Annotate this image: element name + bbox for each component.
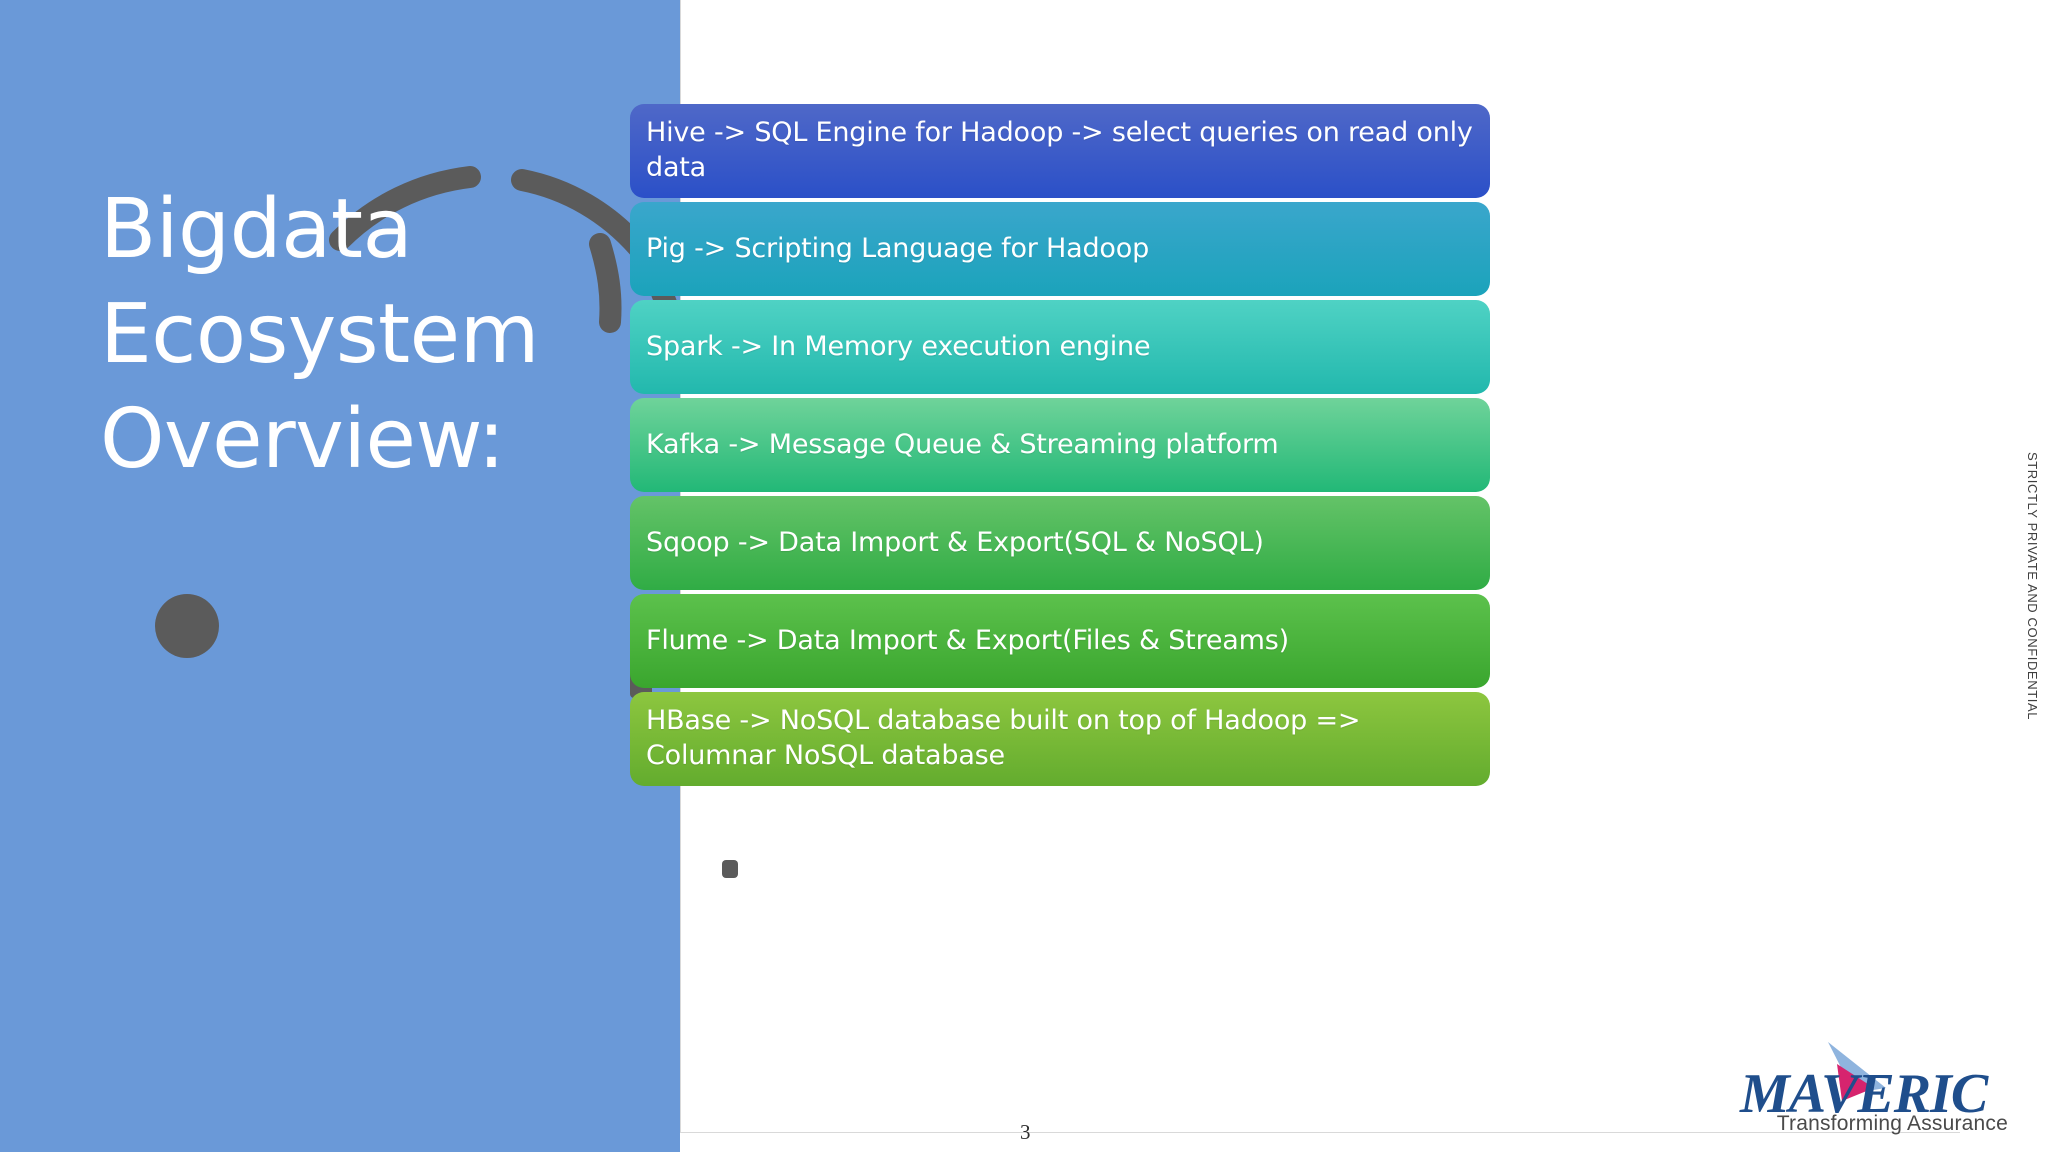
maveric-logo: MAVERIC <box>1739 1042 1990 1125</box>
ecosystem-card[interactable]: Sqoop -> Data Import & Export(SQL & NoSQ… <box>630 496 1490 590</box>
ecosystem-card-label: Pig -> Scripting Language for Hadoop <box>646 232 1150 264</box>
ecosystem-card-label: Kafka -> Message Queue & Streaming platf… <box>646 428 1279 460</box>
connector-nub <box>722 860 738 878</box>
ecosystem-card[interactable]: Spark -> In Memory execution engine <box>630 300 1490 394</box>
ecosystem-card-list: Hive -> SQL Engine for Hadoop -> select … <box>630 104 1490 790</box>
confidential-notice: STRICTLY PRIVATE AND CONFIDENTIAL <box>2025 452 2040 721</box>
page-number: 3 <box>1020 1120 1031 1144</box>
svg-text:MAVERIC: MAVERIC <box>1739 1063 1989 1125</box>
ecosystem-card-label: Flume -> Data Import & Export(Files & St… <box>646 624 1289 656</box>
ecosystem-card-label: HBase -> NoSQL database built on top of … <box>646 705 1361 771</box>
ecosystem-card[interactable]: Flume -> Data Import & Export(Files & St… <box>630 594 1490 688</box>
page-title: Bigdata Ecosystem Overview: <box>100 182 540 487</box>
ecosystem-card[interactable]: HBase -> NoSQL database built on top of … <box>630 692 1490 786</box>
ecosystem-card[interactable]: Pig -> Scripting Language for Hadoop <box>630 202 1490 296</box>
content-divider-horizontal <box>680 1132 1960 1133</box>
left-title-panel: Bigdata Ecosystem Overview: <box>0 0 690 1152</box>
ecosystem-card-label: Spark -> In Memory execution engine <box>646 330 1151 362</box>
ecosystem-card[interactable]: Hive -> SQL Engine for Hadoop -> select … <box>630 104 1490 198</box>
ecosystem-card-label: Hive -> SQL Engine for Hadoop -> select … <box>646 117 1473 183</box>
ecosystem-card-label: Sqoop -> Data Import & Export(SQL & NoSQ… <box>646 526 1264 558</box>
ecosystem-card[interactable]: Kafka -> Message Queue & Streaming platf… <box>630 398 1490 492</box>
logo-tagline: Transforming Assurance <box>1776 1112 2008 1135</box>
circle-decoration <box>155 594 219 658</box>
